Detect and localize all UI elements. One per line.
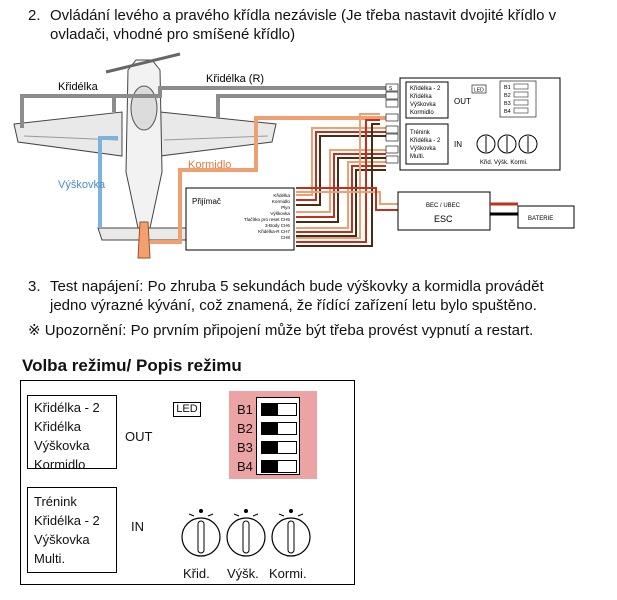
dip-switch-b3[interactable] (261, 441, 297, 454)
dip-b3-label: B3 (237, 440, 253, 455)
receiver-channels: Křidélka Kormidlo Plyn Výškovka Tlačítko… (244, 193, 290, 240)
knob-label-elevator: Výšk. (227, 566, 259, 581)
mode-out-label: Křidélka - 2 (34, 400, 100, 415)
step-3-number: 3. (28, 278, 41, 295)
dip-switch-b2[interactable] (261, 422, 297, 435)
mode-out-label: Křidélka (34, 419, 81, 434)
dip-b2-label: B2 (237, 421, 253, 436)
mode-out-label: Výškovka (34, 438, 90, 453)
servo-cables (296, 113, 398, 247)
knob-label-aileron: Křid. (183, 566, 210, 581)
note: ※ Upozornění: Po prvním připojení může b… (28, 321, 608, 339)
elevator-wire (98, 136, 118, 228)
battery (517, 205, 575, 229)
diagram-in-label-3: Výškovka (410, 146, 436, 152)
mode-panel: Křidélka - 2 Křidélka Výškovka Kormidlo … (20, 380, 355, 585)
mode-out-box: Křidélka - 2 Křidélka Výškovka Kormidlo (27, 395, 117, 472)
dip-b4-label: B4 (237, 459, 253, 474)
mode-out-title: OUT (125, 429, 153, 444)
airplane (13, 52, 277, 259)
step-2-line-1: Ovládání levého a pravého křídla nezávis… (50, 7, 557, 24)
mode-in-label: Trénink (34, 494, 77, 509)
receiver-channel: CH8 (281, 235, 291, 240)
mode-in-label: Výškovka (34, 532, 90, 547)
diagram-knob-labels: Křid. Výšk. Kormi. (480, 160, 528, 166)
diagram-led: LED (474, 88, 484, 94)
esc-label: ESC (434, 214, 453, 224)
receiver-title: Přijímač (192, 197, 221, 206)
aileron-wires (20, 86, 386, 128)
rudder-wire (150, 116, 386, 244)
receiver (185, 187, 295, 251)
receiver-channel: Kormidlo (272, 199, 291, 204)
receiver-channel: Křidélka (273, 193, 290, 198)
step-3: 3. Test napájení: Po zhruba 5 sekundách … (28, 277, 608, 315)
step-3-line-1: Test napájení: Po zhruba 5 sekundách bud… (50, 278, 544, 295)
diagram-out-title: OUT (454, 97, 471, 106)
step-2-number: 2. (28, 7, 41, 24)
diagram-out-label-4: Kormidlo (410, 110, 434, 116)
battery-label: BATERIE (528, 216, 553, 222)
mode-led: LED (173, 402, 201, 417)
diagram-dip-b2: B2 (504, 93, 511, 99)
step-2: 2. Ovládání levého a pravého křídla nezá… (28, 6, 608, 44)
diagram-in-title: IN (454, 140, 462, 149)
mode-in-box: Trénink Křidélka - 2 Výškovka Multi. (27, 487, 117, 573)
diagram-out-label-2: Křidélka (410, 94, 432, 100)
receiver-channel: Křidélka-R CH7 (258, 229, 290, 234)
step-2-line-2: ovladači, vhodné pro smíšené křídlo) (50, 26, 296, 43)
diagram-out-label-1: Křidélka - 2 (410, 86, 441, 92)
receiver-channel: Výškovka (270, 211, 290, 216)
mode-knobs (181, 509, 311, 557)
diagram-dip-b4: B4 (504, 109, 511, 115)
esc (397, 191, 491, 231)
mode-section-title: Volba režimu/ Popis režimu (22, 356, 242, 375)
dip-switch-body (256, 397, 300, 475)
esc-title: BEC / UBEC (426, 203, 461, 209)
receiver-channel: Plyn (281, 205, 290, 210)
diagram-out-label-3: Výškovka (410, 102, 436, 108)
knob-elevator[interactable] (226, 509, 266, 557)
mode-out-label: Kormidlo (34, 457, 86, 472)
label-rudder: Kormidlo (188, 159, 231, 171)
knob-rudder[interactable] (271, 509, 311, 557)
note-text: Upozornění: Po prvním připojení může být… (44, 322, 534, 339)
dip-switch-b4[interactable] (261, 460, 297, 473)
connector-pins: S (385, 83, 399, 164)
mode-in-title: IN (131, 519, 144, 534)
pin-label: S (389, 86, 393, 92)
label-aileron-right: Křidélka (R) (206, 73, 264, 85)
label-elevator: Výškovka (58, 179, 106, 191)
wiring-diagram: Křidélka - 2 Křidélka Výškovka Kormidlo … (13, 52, 575, 259)
step-3-line-2: jedno výrazné kývání, což znamená, že ří… (50, 297, 537, 314)
mode-in-label: Křidélka - 2 (34, 513, 100, 528)
diagram-dip-b1: B1 (504, 85, 511, 91)
receiver-channel: 3-Body CH6 (265, 223, 290, 228)
diagram-in-label-1: Trénink (410, 130, 431, 136)
knob-aileron[interactable] (181, 509, 221, 557)
label-aileron-left: Křidélka (58, 81, 99, 93)
knob-label-rudder: Kormi. (269, 566, 307, 581)
receiver-channel: Tlačítko pro reset CH5 (244, 217, 290, 222)
diagram-in-label-2: Křidélka - 2 (410, 138, 441, 144)
note-symbol: ※ (28, 322, 41, 339)
diagram-dip-b3: B3 (504, 101, 511, 107)
mode-in-label: Multi. (34, 551, 66, 566)
mode-dip-switch: B1 B2 B3 B4 (229, 391, 317, 479)
diagram-in-label-4: Multi. (410, 154, 425, 160)
dip-switch-b1[interactable] (261, 403, 297, 416)
dip-b1-label: B1 (237, 402, 253, 417)
